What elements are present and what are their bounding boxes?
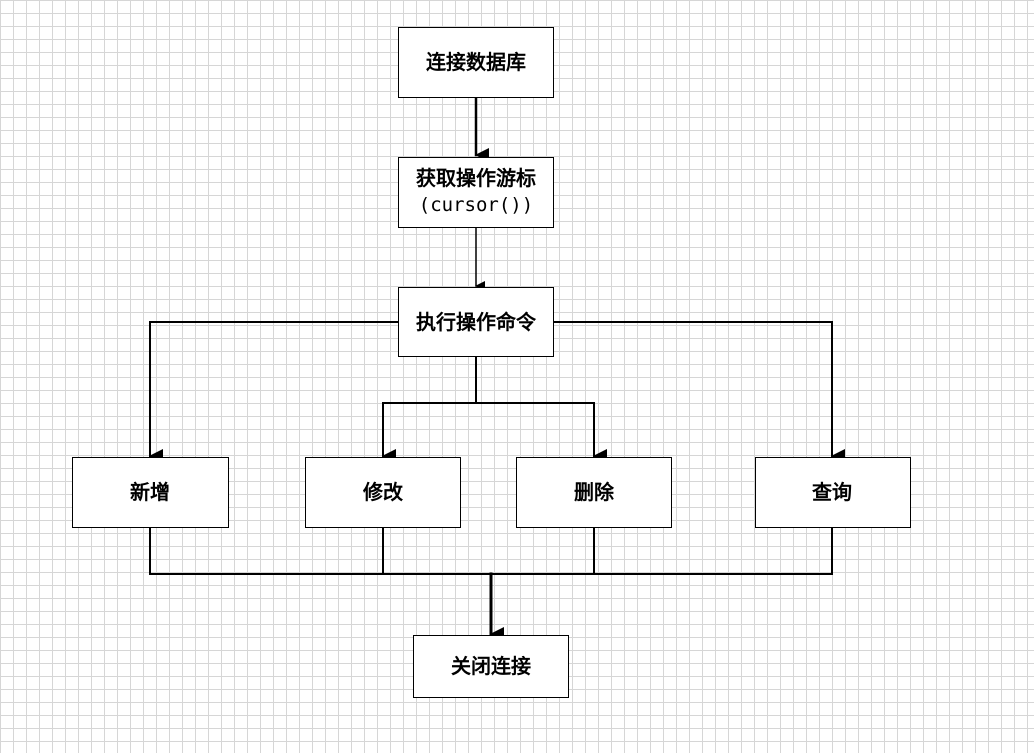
node-label-line1: 获取操作游标 [416, 166, 536, 190]
edge-execute-to-insert [149, 321, 399, 463]
node-insert[interactable]: 新增 [72, 457, 229, 528]
node-label: 修改 [362, 480, 404, 504]
node-execute-command[interactable]: 执行操作命令 [398, 287, 554, 357]
node-label: 执行操作命令 [416, 310, 537, 334]
edges [149, 96, 845, 641]
edge-execute-to-update [382, 402, 477, 463]
edge-execute-to-query [552, 321, 845, 463]
node-label: 查询 [812, 480, 852, 504]
node-delete[interactable]: 删除 [516, 457, 672, 528]
node-label: 删除 [574, 480, 615, 504]
node-query[interactable]: 查询 [755, 457, 911, 528]
node-label: 新增 [130, 480, 170, 504]
node-close-connection[interactable]: 关闭连接 [413, 635, 569, 698]
node-label-line2: (cursor()) [419, 194, 533, 216]
edge-execute-to-delete [475, 402, 607, 463]
node-get-cursor[interactable]: 获取操作游标 (cursor()) [398, 157, 554, 228]
node-update[interactable]: 修改 [305, 457, 461, 528]
node-label: 连接数据库 [426, 50, 526, 74]
node-label: 关闭连接 [451, 654, 531, 678]
node-connect-database[interactable]: 连接数据库 [398, 27, 554, 98]
